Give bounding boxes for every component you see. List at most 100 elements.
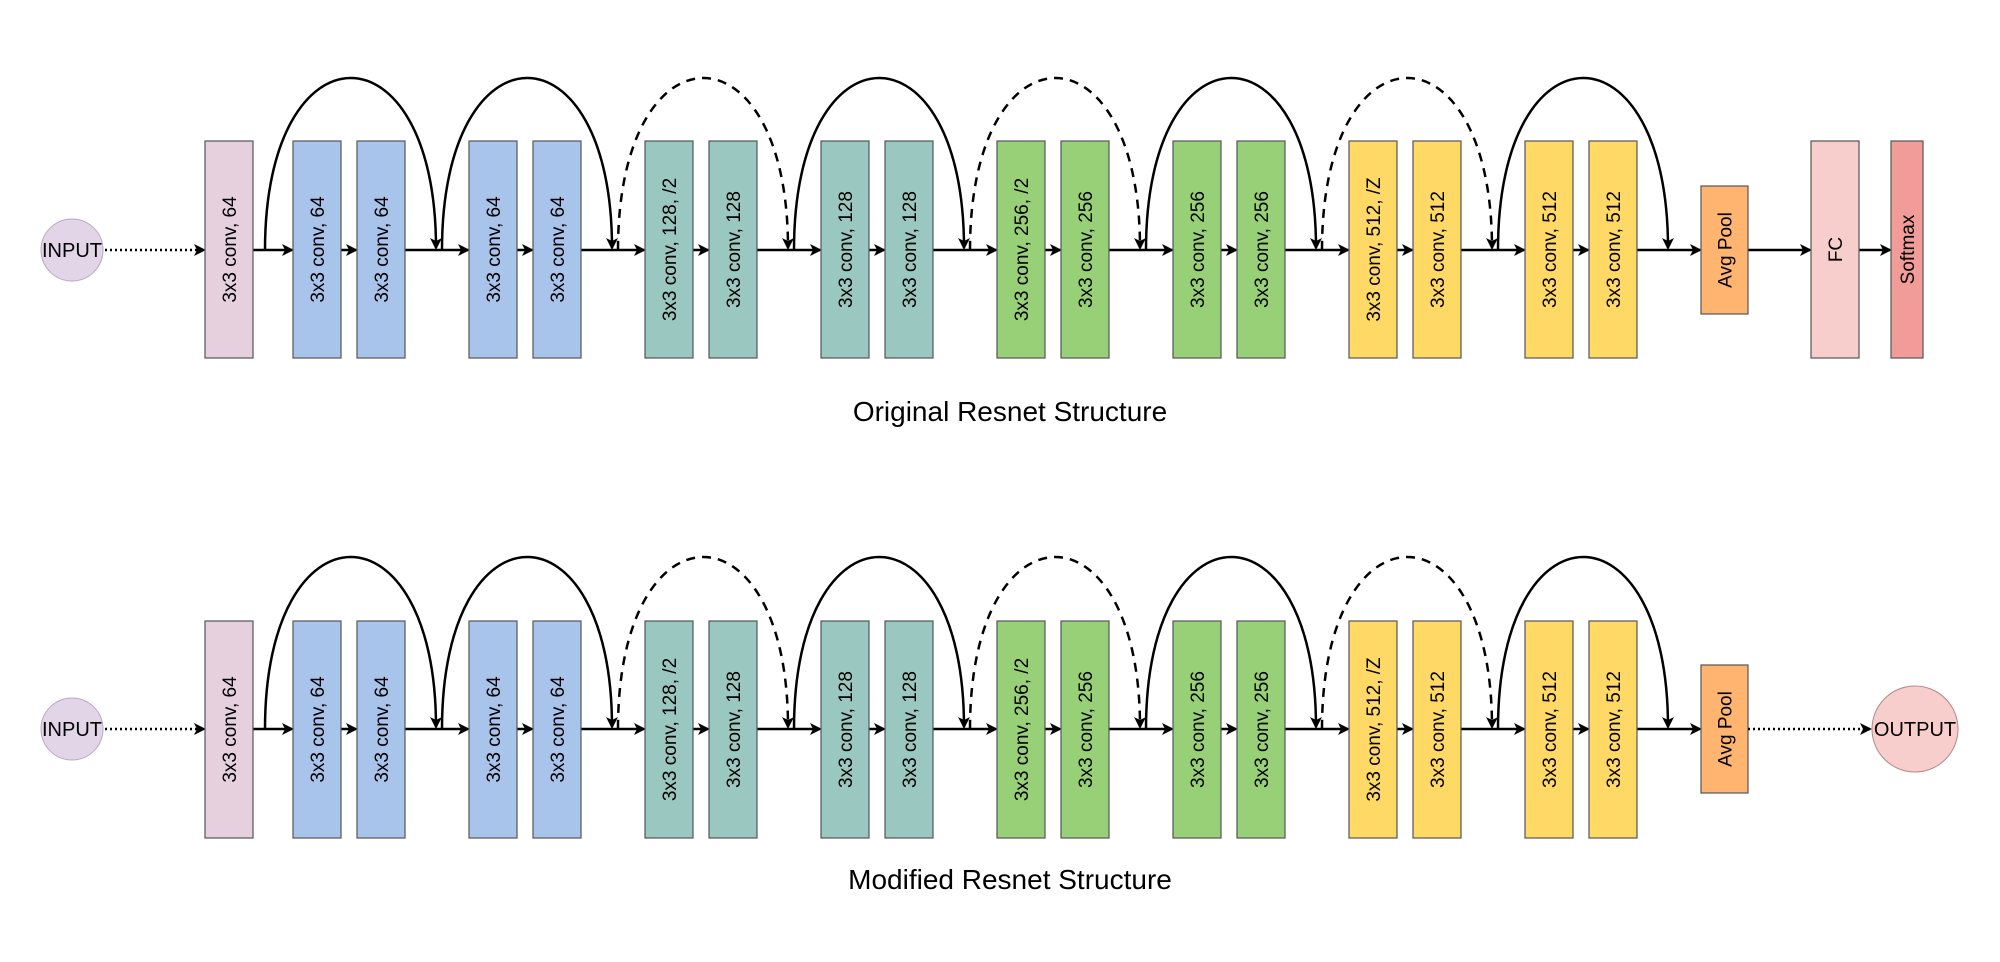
layer-label: 3x3 conv, 256	[1188, 191, 1209, 308]
layer-box	[356, 140, 406, 359]
layer-box	[1412, 620, 1462, 839]
layer-box	[1236, 620, 1286, 839]
layer-label: 3x3 conv, 64	[308, 196, 329, 303]
input-node: INPUT	[40, 697, 104, 761]
layer-conv128: 3x3 conv, 128, /2	[644, 140, 694, 359]
layer-box	[204, 620, 254, 839]
skip-connection-dashed	[1320, 555, 1498, 730]
layer-conv512: 3x3 conv, 512	[1588, 620, 1638, 839]
layer-label: 3x3 conv, 256	[1252, 671, 1273, 788]
skip-connection-solid	[1496, 76, 1674, 251]
layer-label: 3x3 conv, 256, /2	[1012, 178, 1033, 321]
layer-conv128: 3x3 conv, 128	[820, 620, 870, 839]
layer-conv64: 3x3 conv, 64	[468, 140, 518, 359]
layer-box	[292, 140, 342, 359]
layer-box	[1060, 140, 1110, 359]
skip-connection-solid	[1496, 555, 1674, 730]
layer-label: 3x3 conv, 128	[900, 671, 921, 788]
layer-label: 3x3 conv, 64	[548, 676, 569, 783]
layer-conv512: 3x3 conv, 512	[1412, 620, 1462, 839]
layer-conv512: 3x3 conv, 512, /Z	[1348, 140, 1398, 359]
input-circle	[40, 218, 104, 282]
output-circle	[1871, 685, 1959, 773]
layer-label: 3x3 conv, 128	[900, 191, 921, 308]
layer-box	[644, 140, 694, 359]
layer-conv256: 3x3 conv, 256	[1236, 620, 1286, 839]
skip-connection-dashed	[616, 76, 794, 251]
layer-stem: 3x3 conv, 64	[204, 620, 254, 839]
layer-conv256: 3x3 conv, 256	[1060, 620, 1110, 839]
layer-label: 3x3 conv, 512, /Z	[1364, 657, 1385, 802]
layer-box	[468, 140, 518, 359]
layer-conv64: 3x3 conv, 64	[532, 140, 582, 359]
skip-connection-dashed	[1320, 76, 1498, 251]
layer-label: 3x3 conv, 128, /2	[660, 178, 681, 321]
layer-conv256: 3x3 conv, 256, /2	[996, 140, 1046, 359]
layer-box	[1172, 140, 1222, 359]
layer-label: 3x3 conv, 512	[1540, 671, 1561, 788]
layer-box	[1348, 140, 1398, 359]
layer-conv128: 3x3 conv, 128	[708, 620, 758, 839]
layer-label: 3x3 conv, 128	[836, 671, 857, 788]
layer-box	[1588, 140, 1638, 359]
layer-conv256: 3x3 conv, 256	[1060, 140, 1110, 359]
layer-box	[820, 620, 870, 839]
layer-label: 3x3 conv, 512	[1604, 671, 1625, 788]
layer-conv256: 3x3 conv, 256	[1236, 140, 1286, 359]
layer-label: 3x3 conv, 128	[724, 191, 745, 308]
skip-connection-solid	[440, 555, 618, 730]
skip-connection-solid	[1144, 76, 1322, 251]
layer-box	[1700, 664, 1749, 794]
skip-connection-solid	[263, 555, 442, 730]
skip-connection-dashed	[616, 555, 794, 730]
output-label: OUTPUT	[1874, 719, 1956, 741]
layer-box	[884, 620, 934, 839]
layer-box	[1412, 140, 1462, 359]
layer-conv128: 3x3 conv, 128	[708, 140, 758, 359]
layer-box	[532, 620, 582, 839]
input-label: INPUT	[42, 719, 102, 741]
layer-label: 3x3 conv, 512, /Z	[1364, 177, 1385, 322]
skip-connection-dashed	[968, 76, 1146, 251]
layer-avgpool: Avg Pool	[1700, 185, 1749, 315]
input-node: INPUT	[40, 218, 104, 282]
layer-box	[708, 140, 758, 359]
layer-box	[1236, 140, 1286, 359]
layer-stem: 3x3 conv, 64	[204, 140, 254, 359]
layer-box	[1524, 140, 1574, 359]
layer-label: 3x3 conv, 256	[1188, 671, 1209, 788]
original-resnet-diagram: INPUT 3x3 conv, 64 3x3 conv, 64 3x3 conv, 6…	[40, 76, 1924, 359]
layer-box	[532, 140, 582, 359]
skip-connection-solid	[263, 76, 442, 251]
layer-box	[996, 140, 1046, 359]
skip-connection-solid	[1144, 555, 1322, 730]
layer-label: 3x3 conv, 512	[1540, 191, 1561, 308]
modified-caption: Modified Resnet Structure	[848, 864, 1172, 895]
layer-box	[468, 620, 518, 839]
layer-conv128: 3x3 conv, 128	[884, 620, 934, 839]
layer-label: 3x3 conv, 256	[1076, 191, 1097, 308]
layer-conv256: 3x3 conv, 256	[1172, 140, 1222, 359]
layer-box	[884, 140, 934, 359]
layer-label: 3x3 conv, 64	[484, 196, 505, 303]
layer-label: Avg Pool	[1716, 691, 1737, 767]
layer-label: FC	[1826, 237, 1847, 262]
layer-conv512: 3x3 conv, 512	[1588, 140, 1638, 359]
layer-conv128: 3x3 conv, 128, /2	[644, 620, 694, 839]
layer-conv64: 3x3 conv, 64	[468, 620, 518, 839]
layer-box	[1810, 140, 1860, 359]
skip-connection-solid	[792, 76, 970, 251]
layer-label: 3x3 conv, 128, /2	[660, 658, 681, 801]
layer-label: Softmax	[1898, 214, 1919, 284]
layer-box	[356, 620, 406, 839]
layer-label: 3x3 conv, 64	[220, 676, 241, 783]
layer-label: 3x3 conv, 64	[372, 676, 393, 783]
modified-resnet-diagram: INPUT 3x3 conv, 64 3x3 conv, 64 3x3 conv, 6…	[40, 555, 1959, 839]
skip-connection-dashed	[968, 555, 1146, 730]
layer-label: 3x3 conv, 64	[372, 196, 393, 303]
layer-box	[708, 620, 758, 839]
original-caption: Original Resnet Structure	[852, 396, 1168, 427]
layer-box	[1172, 620, 1222, 839]
layer-conv256: 3x3 conv, 256	[1172, 620, 1222, 839]
